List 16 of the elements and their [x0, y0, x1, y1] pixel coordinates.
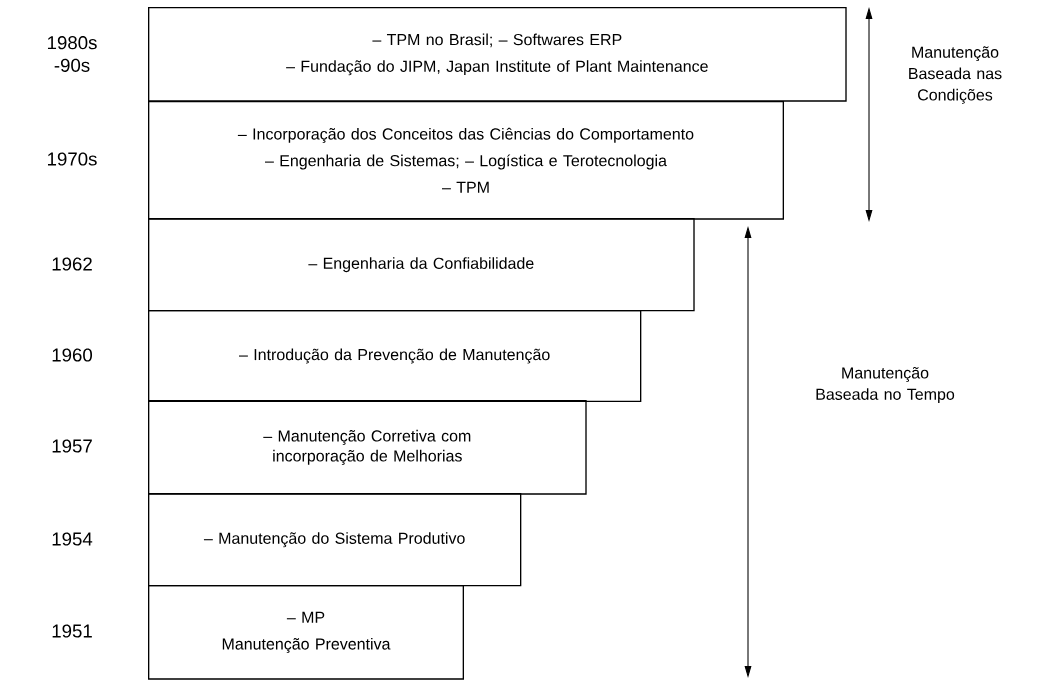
event-box: – TPM no Brasil; – Softwares ERP – Fundação do JIPM, Japan Institute of Plant Maintenance	[148, 7, 847, 102]
year-label: 1954	[52, 532, 93, 546]
year-label: 1962	[52, 257, 92, 271]
year-label: 1960	[52, 348, 93, 362]
event-box: – Incorporação dos Conceitos das Ciências do Comportamento – Engenharia de Sistemas; – Logística e Terotecnologia – TPM	[148, 101, 784, 220]
event-box: – Engenharia da Confiabilidade	[148, 218, 695, 312]
year-label: 1957	[52, 439, 92, 453]
year-label: 1970s	[48, 152, 97, 166]
event-box: – Manutenção Corretiva com incorporação de Melhorias	[148, 400, 587, 495]
event-box: – Introdução da Prevenção de Manutenção	[148, 310, 642, 402]
event-box: – Manutenção do Sistema Produtivo	[148, 493, 522, 587]
span-label: Manutenção Baseada nas Condições	[909, 46, 1002, 104]
event-box: – MP Manutenção Preventiva	[148, 585, 464, 680]
span-label: Manutenção Baseada no Tempo	[816, 366, 955, 404]
year-label: 1951	[52, 624, 92, 638]
year-label: 1980s -90s	[48, 36, 97, 72]
